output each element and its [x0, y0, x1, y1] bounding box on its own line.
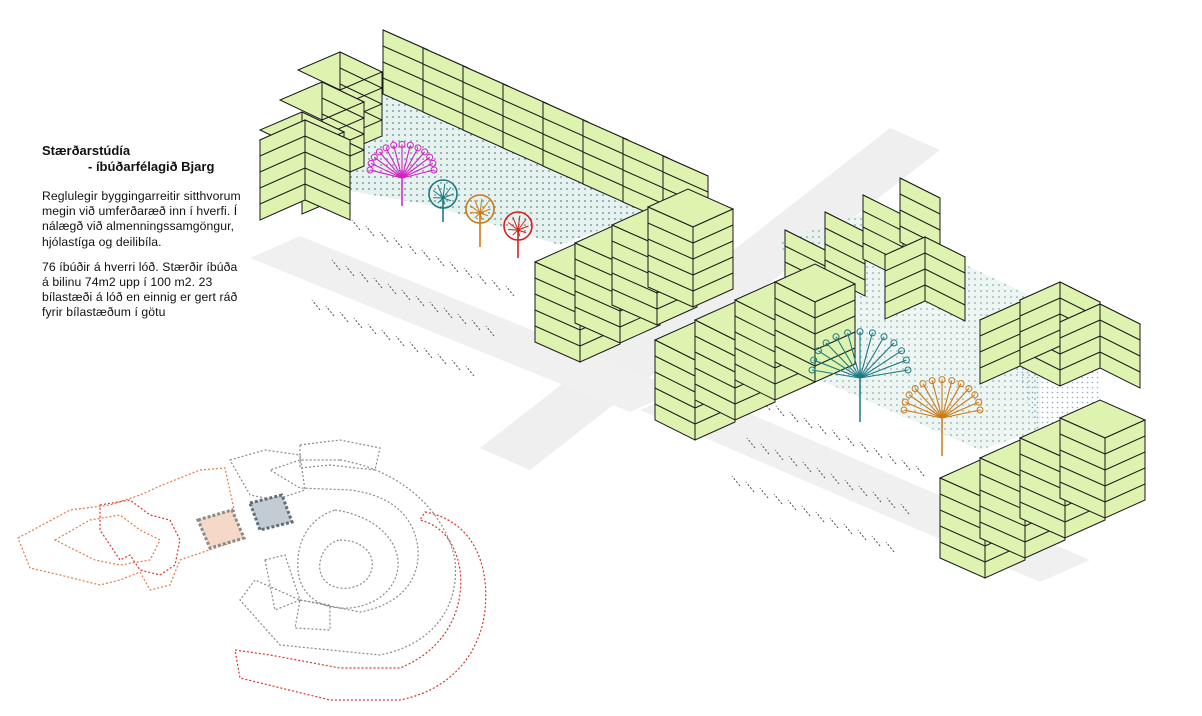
plan-grey-ring-inner [297, 509, 399, 609]
building-corner-right [883, 236, 967, 322]
plan-grey-ring-outer [239, 459, 457, 656]
page-subtitle: - íbúðarfélagið Bjarg [88, 159, 215, 174]
tree-orange-large [900, 376, 984, 456]
building-front-bar-right [773, 263, 857, 383]
description-panel: Stærðarstúdía - íbúðarfélagið Bjarg Regl… [42, 143, 242, 331]
buildings [258, 29, 1147, 579]
plan-grey-top [299, 439, 381, 471]
building-back-bar-left [622, 137, 669, 223]
building-back-bar-left [422, 47, 469, 133]
description-paragraph-2: 76 íbúðir á hverri lóð. Stærðir íbúða á … [42, 259, 238, 320]
tree-teal-large [808, 328, 912, 422]
building-back-bar-left [582, 119, 629, 205]
plot-highlight-grey [248, 493, 294, 532]
building-back-bar-left [542, 101, 589, 187]
building-far-right [1058, 303, 1142, 389]
description-paragraph-1: Reglulegir byggingarreitir sitthvorum me… [42, 189, 241, 249]
tree-orange-small [465, 194, 495, 247]
building-front-bar-left [646, 188, 735, 308]
building-back-bar-left [502, 83, 549, 169]
tree-magenta [366, 140, 438, 206]
tree-teal-small [428, 179, 458, 222]
plan-grey-blocks [229, 449, 331, 631]
plot-highlight-orange [195, 508, 247, 550]
plan-orange-inner [53, 514, 161, 566]
tree-red-small [503, 211, 533, 258]
trees [366, 140, 984, 456]
building-tower-left [258, 119, 352, 221]
building-back-bar-left [462, 65, 509, 151]
plan-red-arc [234, 511, 487, 701]
plan-grey-core [319, 539, 373, 589]
building-front-bar-far-right [1058, 399, 1147, 519]
site-plan [17, 439, 487, 701]
plan-red-loop [99, 499, 181, 576]
page-title: Stærðarstúdía [42, 143, 131, 158]
